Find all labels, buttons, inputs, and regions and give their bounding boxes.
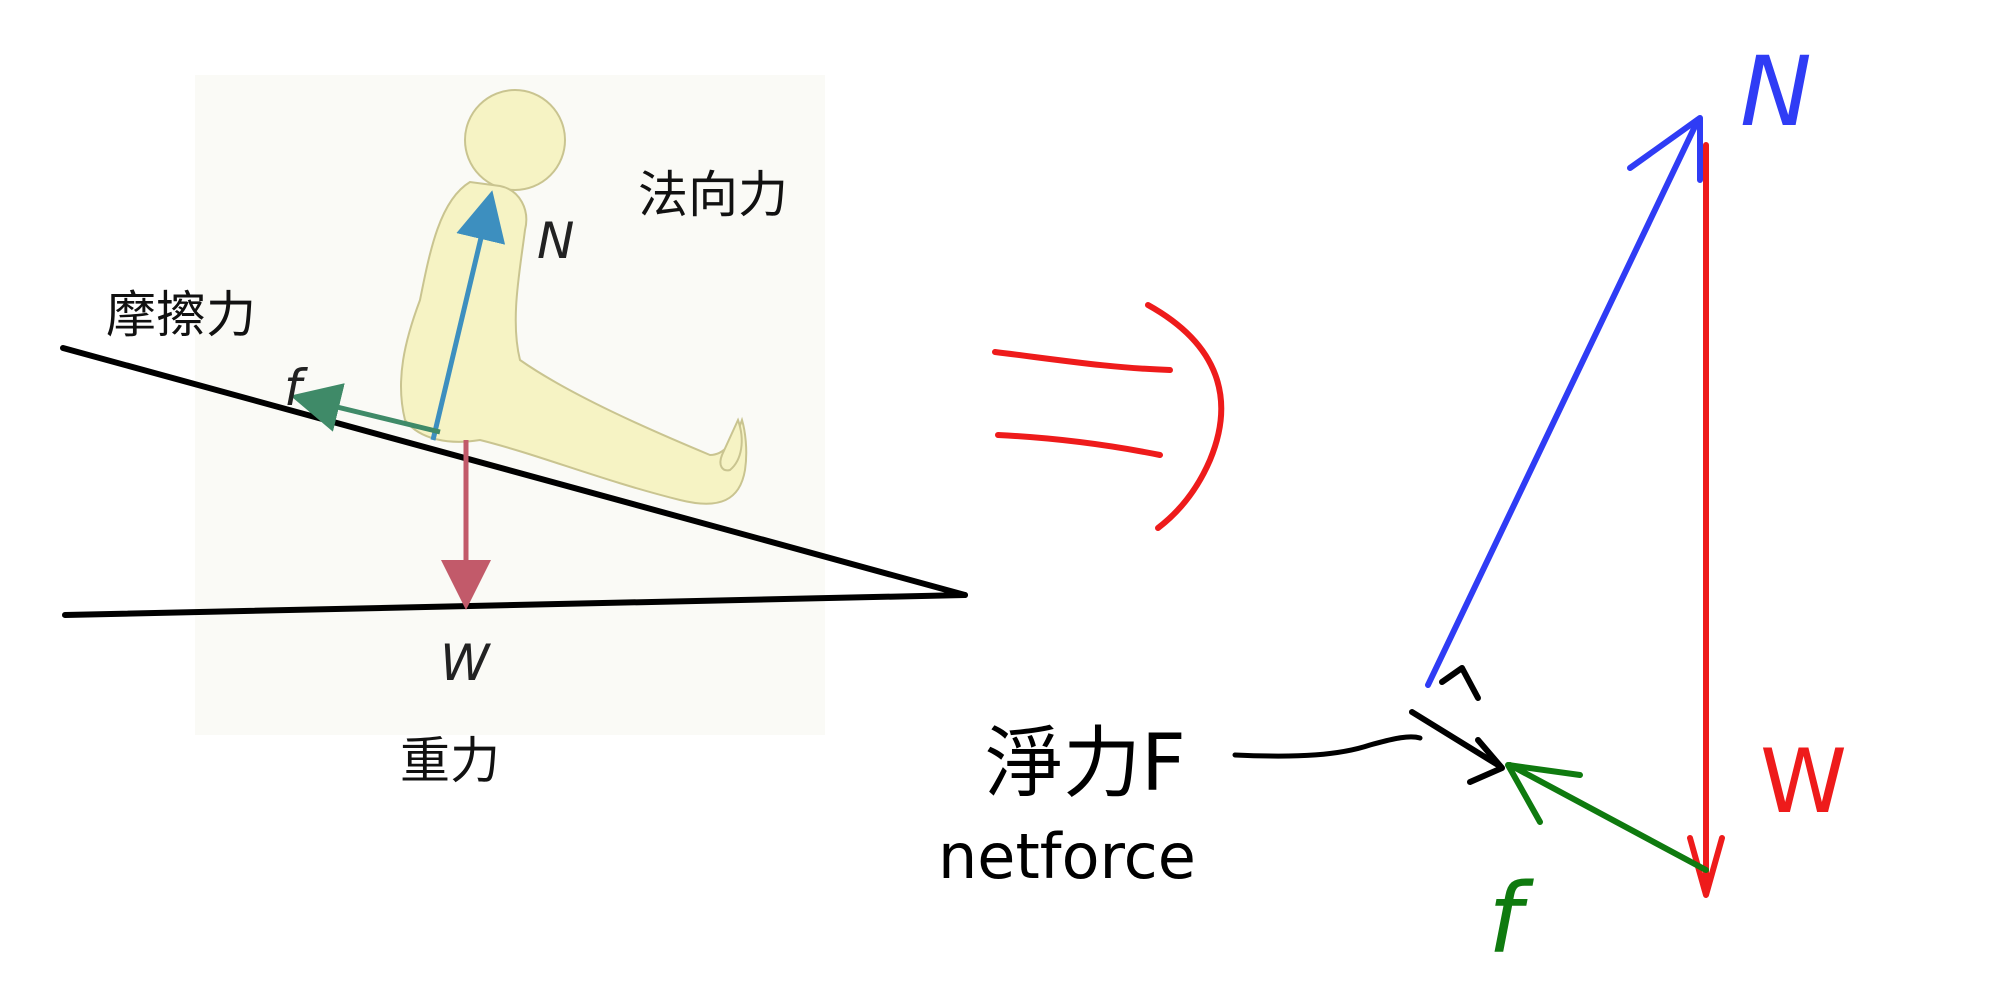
net-force-pointer [1232,734,1423,759]
f-vector [1507,762,1709,873]
w-vector-label: W [1760,730,1847,833]
right-angle-mark [1439,665,1481,701]
force-triangle [1232,115,1725,898]
n-vector [1425,117,1701,688]
n-vector-head [1627,115,1703,183]
normal-force-label-cn: 法向力 [638,166,788,224]
weight-label-cn: 重力 [400,732,500,790]
f-vector-head [1505,762,1583,825]
friction-label-cn: 摩擦力 [106,286,256,344]
net-force-label-cn: 淨力F [985,719,1186,809]
net-force-vector [1409,709,1501,768]
textbook-figure: 法向力 N 摩擦力 f W 重力 [60,75,968,790]
person-sitting-icon [400,89,748,505]
weight-symbol: W [440,634,491,692]
w-vector-head [1687,835,1725,898]
net-force-head [1467,737,1505,785]
incline-top-line [60,345,968,598]
friction-arrow [290,383,441,435]
normal-force-symbol: N [537,212,574,270]
incline-base-line [62,592,968,618]
implies-arrow [992,302,1225,531]
normal-force-arrow [430,190,506,441]
f-vector-label: f [1488,863,1534,975]
n-vector-label: N [1740,36,1812,148]
net-force-label-en: netforce [938,820,1196,893]
